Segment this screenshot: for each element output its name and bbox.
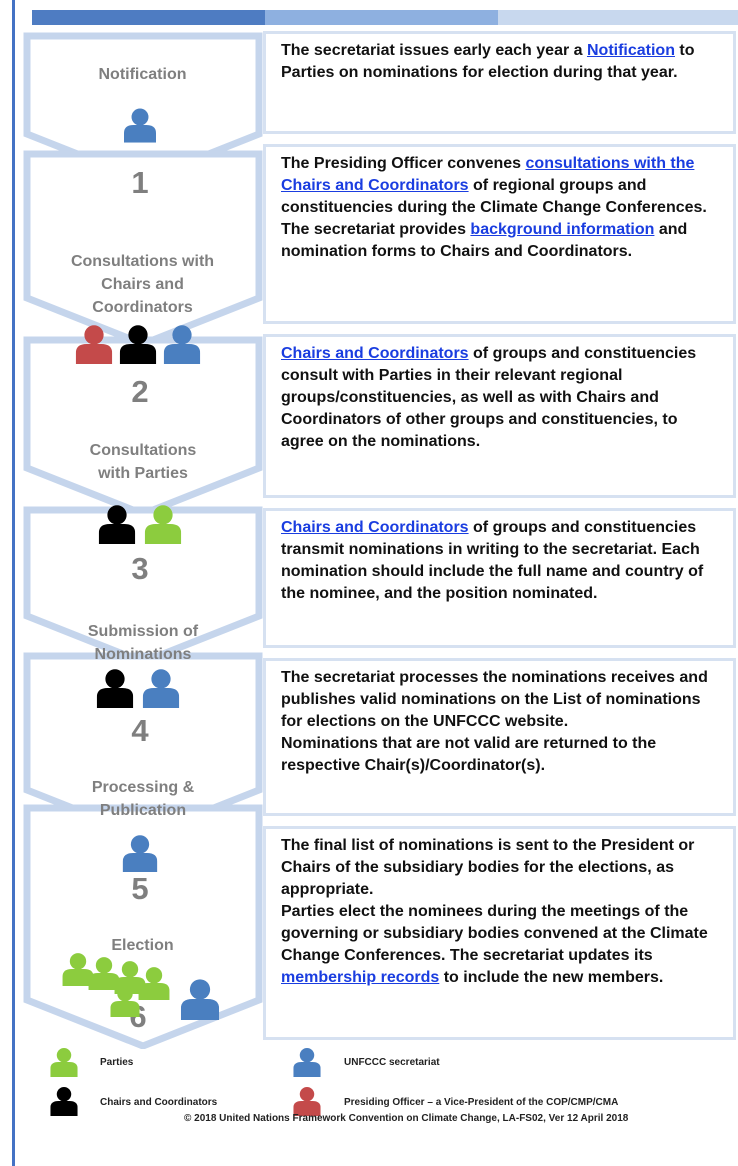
chevron-step-1 bbox=[23, 150, 263, 348]
description-text: Nominations that are not valid are retur… bbox=[281, 735, 657, 774]
step-number-3: 3 bbox=[131, 551, 149, 586]
legend-chairs-icon bbox=[50, 1086, 78, 1116]
parties-person-icon bbox=[138, 966, 170, 1000]
description-text: of regional groups and constituencies du… bbox=[281, 177, 707, 238]
header-bar-light bbox=[498, 10, 738, 25]
step-label-consultations-parties: Consultations with Parties bbox=[89, 442, 197, 482]
presiding-officer-person-icon bbox=[74, 324, 114, 364]
description-box-consultations-chairs: The Presiding Officer convenes consultat… bbox=[263, 144, 736, 324]
legend-chairs-label: Chairs and Coordinators bbox=[100, 1097, 218, 1108]
chairs-coordinators-link[interactable]: Chairs and Coordinators bbox=[281, 345, 469, 362]
description-box-notification: The secretariat issues early each year a… bbox=[263, 31, 736, 134]
consultations-link[interactable]: consultations with the Chairs and Coordi… bbox=[281, 155, 695, 194]
chevron-step-3 bbox=[23, 506, 263, 666]
parties-person-icon bbox=[144, 504, 182, 544]
chairs-coordinators-person-icon bbox=[98, 504, 136, 544]
secretariat-person-icon bbox=[180, 978, 220, 1020]
description-box-consultations-parties: Chairs and Coordinators of groups and co… bbox=[263, 334, 736, 498]
step-number-4: 4 bbox=[131, 713, 149, 748]
secretariat-person-icon bbox=[162, 324, 202, 364]
notification-link[interactable]: Notification bbox=[586, 42, 675, 59]
membership-records-link[interactable]: membership records bbox=[281, 969, 440, 986]
chairs-coordinators-person-icon bbox=[118, 324, 158, 364]
legend-parties-icon bbox=[50, 1047, 78, 1077]
description-box-submission: Chairs and Coordinators of groups and co… bbox=[263, 508, 736, 648]
chevron-step-2 bbox=[23, 336, 263, 518]
background-information-link[interactable]: background information bbox=[470, 221, 655, 238]
description-text: to include the new members. bbox=[439, 969, 664, 986]
parties-person-icon bbox=[110, 985, 140, 1017]
description-text: The secretariat processes the nomination… bbox=[281, 669, 708, 730]
copyright-footer: © 2018 United Nations Framework Conventi… bbox=[184, 1113, 629, 1124]
description-box-processing: The secretariat processes the nomination… bbox=[263, 658, 736, 816]
step-number-2: 2 bbox=[131, 374, 149, 409]
header-bar-dark bbox=[32, 10, 265, 25]
legend-secretariat-label: UNFCCC secretariat bbox=[344, 1057, 440, 1068]
description-text: The final list of nominations is sent to… bbox=[281, 837, 695, 898]
step-number-5: 5 bbox=[131, 871, 149, 906]
description-text: The Presiding Officer convenes bbox=[281, 155, 526, 172]
header-bar-medium bbox=[265, 10, 498, 25]
step-label-election: Election bbox=[111, 937, 174, 954]
chairs-coordinators-link[interactable]: Chairs and Coordinators bbox=[281, 519, 469, 536]
legend-secretariat-icon bbox=[292, 1047, 322, 1077]
left-border bbox=[12, 0, 15, 1166]
legend-presiding-label: Presiding Officer – a Vice-President of … bbox=[344, 1097, 619, 1108]
description-text: of groups and constituencies transmit no… bbox=[281, 519, 704, 602]
step-label-submission: Submission of Nominations bbox=[87, 623, 199, 663]
secretariat-person-icon bbox=[122, 834, 158, 872]
chairs-coordinators-person-icon bbox=[96, 668, 134, 708]
legend-presiding-icon bbox=[292, 1086, 322, 1116]
step-label-consultations-chairs: Consultations with Chairs and Coordinato… bbox=[70, 253, 215, 316]
description-text: The secretariat issues early each year a bbox=[281, 42, 587, 59]
secretariat-person-icon bbox=[124, 107, 156, 143]
description-box-election: The final list of nominations is sent to… bbox=[263, 826, 736, 1040]
description-text: to Parties on nominations for election d… bbox=[281, 42, 695, 81]
description-text: of groups and constituencies consult wit… bbox=[281, 345, 697, 450]
step-number-1: 1 bbox=[131, 165, 149, 200]
description-text: Parties elect the nominees during the me… bbox=[281, 903, 708, 964]
description-text: and nomination forms to Chairs and Coord… bbox=[281, 221, 688, 260]
secretariat-person-icon bbox=[142, 668, 180, 708]
step-label-processing: Processing & Publication bbox=[91, 779, 195, 819]
step-label-notification: Notification bbox=[98, 66, 187, 83]
legend-parties-label: Parties bbox=[100, 1057, 134, 1068]
